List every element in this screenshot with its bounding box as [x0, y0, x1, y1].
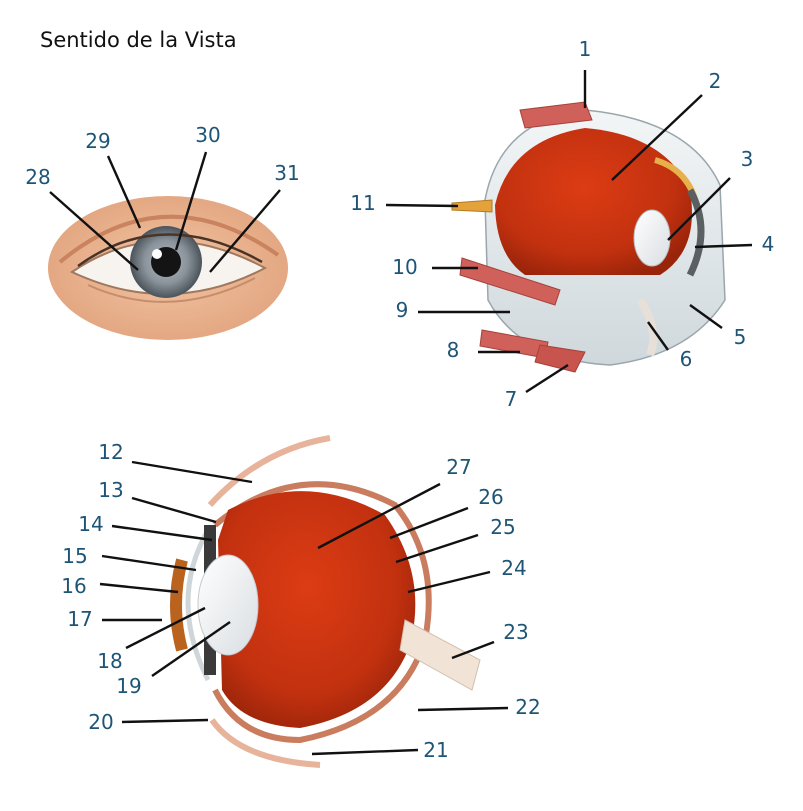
- lens-shape: [633, 209, 671, 267]
- callout-8: 8: [447, 338, 460, 362]
- callout-labels: 1 2 3 4 5 6 7 8 9 10 11 12 13 14 15 16 1…: [25, 37, 774, 762]
- callout-16: 16: [61, 574, 86, 598]
- cornea-dark-band: [686, 188, 705, 277]
- callout-27: 27: [446, 455, 471, 479]
- leader-line-5: [689, 304, 723, 329]
- callout-21: 21: [423, 738, 448, 762]
- leader-line-27: [317, 482, 441, 550]
- optic-nerve-bundle: [399, 619, 481, 691]
- leader-line-3: [667, 177, 731, 241]
- leader-line-29: [106, 155, 142, 229]
- leader-line-2: [611, 94, 703, 181]
- callout-3: 3: [741, 147, 754, 171]
- callout-11: 11: [350, 191, 375, 215]
- lens-ellipse: [197, 554, 259, 656]
- leader-line-4: [694, 243, 753, 249]
- callout-24: 24: [501, 556, 526, 580]
- callout-10: 10: [392, 255, 417, 279]
- callout-4: 4: [762, 232, 775, 256]
- cutaway-eye-illustration: [451, 101, 726, 373]
- callout-26: 26: [478, 485, 503, 509]
- callout-13: 13: [98, 478, 123, 502]
- callout-6: 6: [680, 347, 693, 371]
- lateral-rectus-muscle: [459, 257, 561, 306]
- callout-12: 12: [98, 440, 123, 464]
- callout-2: 2: [709, 69, 722, 93]
- callout-5: 5: [734, 325, 747, 349]
- callout-25: 25: [490, 515, 515, 539]
- callout-23: 23: [503, 620, 528, 644]
- leader-line-26: [389, 506, 469, 540]
- upper-eyelid-tissue: [207, 435, 331, 508]
- optic-nerve-stalk: [451, 199, 493, 213]
- callout-14: 14: [78, 512, 103, 536]
- pupil-highlight: [152, 249, 162, 259]
- iris-section: [170, 558, 188, 652]
- leader-line-24: [407, 570, 491, 594]
- callout-28: 28: [25, 165, 50, 189]
- callout-15: 15: [62, 544, 87, 568]
- leader-line-23: [451, 640, 495, 660]
- leader-line-19: [151, 621, 231, 677]
- callout-19: 19: [116, 674, 141, 698]
- leader-line-25: [395, 533, 479, 564]
- leader-lines: [49, 70, 753, 756]
- callout-9: 9: [396, 298, 409, 322]
- eyelash-line: [77, 233, 263, 268]
- leader-line-13: [131, 496, 217, 524]
- leader-line-22: [417, 706, 509, 712]
- callout-17: 17: [67, 607, 92, 631]
- cornea-curve: [185, 528, 211, 682]
- leader-line-15: [101, 554, 197, 572]
- lower-eyelid-tissue: [209, 718, 321, 768]
- leader-line-6: [647, 321, 669, 351]
- leader-line-31: [209, 189, 281, 273]
- external-eye-illustration: [48, 196, 288, 340]
- leader-line-18: [125, 606, 206, 650]
- sagittal-section-illustration: [170, 435, 481, 768]
- inferior-rectus-muscle: [534, 344, 586, 373]
- lower-eyelid-line: [87, 277, 256, 303]
- eyeball-vitreous: [218, 491, 416, 728]
- leader-line-21: [311, 748, 419, 756]
- diagram-title: Sentido de la Vista: [40, 28, 237, 52]
- leader-line-30: [174, 151, 208, 251]
- callout-18: 18: [97, 649, 122, 673]
- callout-22: 22: [515, 695, 540, 719]
- leader-line-20: [121, 718, 209, 724]
- callout-30: 30: [195, 123, 220, 147]
- leader-line-28: [49, 191, 139, 271]
- leader-line-7: [525, 363, 569, 394]
- leader-line-11: [385, 203, 459, 208]
- leader-line-12: [131, 460, 253, 484]
- callout-29: 29: [85, 129, 110, 153]
- leader-line-14: [111, 524, 213, 542]
- superior-rectus-muscle: [519, 101, 593, 129]
- callout-7: 7: [505, 387, 518, 411]
- upper-eyelid-fold: [58, 214, 280, 264]
- callout-20: 20: [88, 710, 113, 734]
- leader-line-16: [99, 582, 179, 594]
- callout-31: 31: [274, 161, 299, 185]
- callout-1: 1: [579, 37, 592, 61]
